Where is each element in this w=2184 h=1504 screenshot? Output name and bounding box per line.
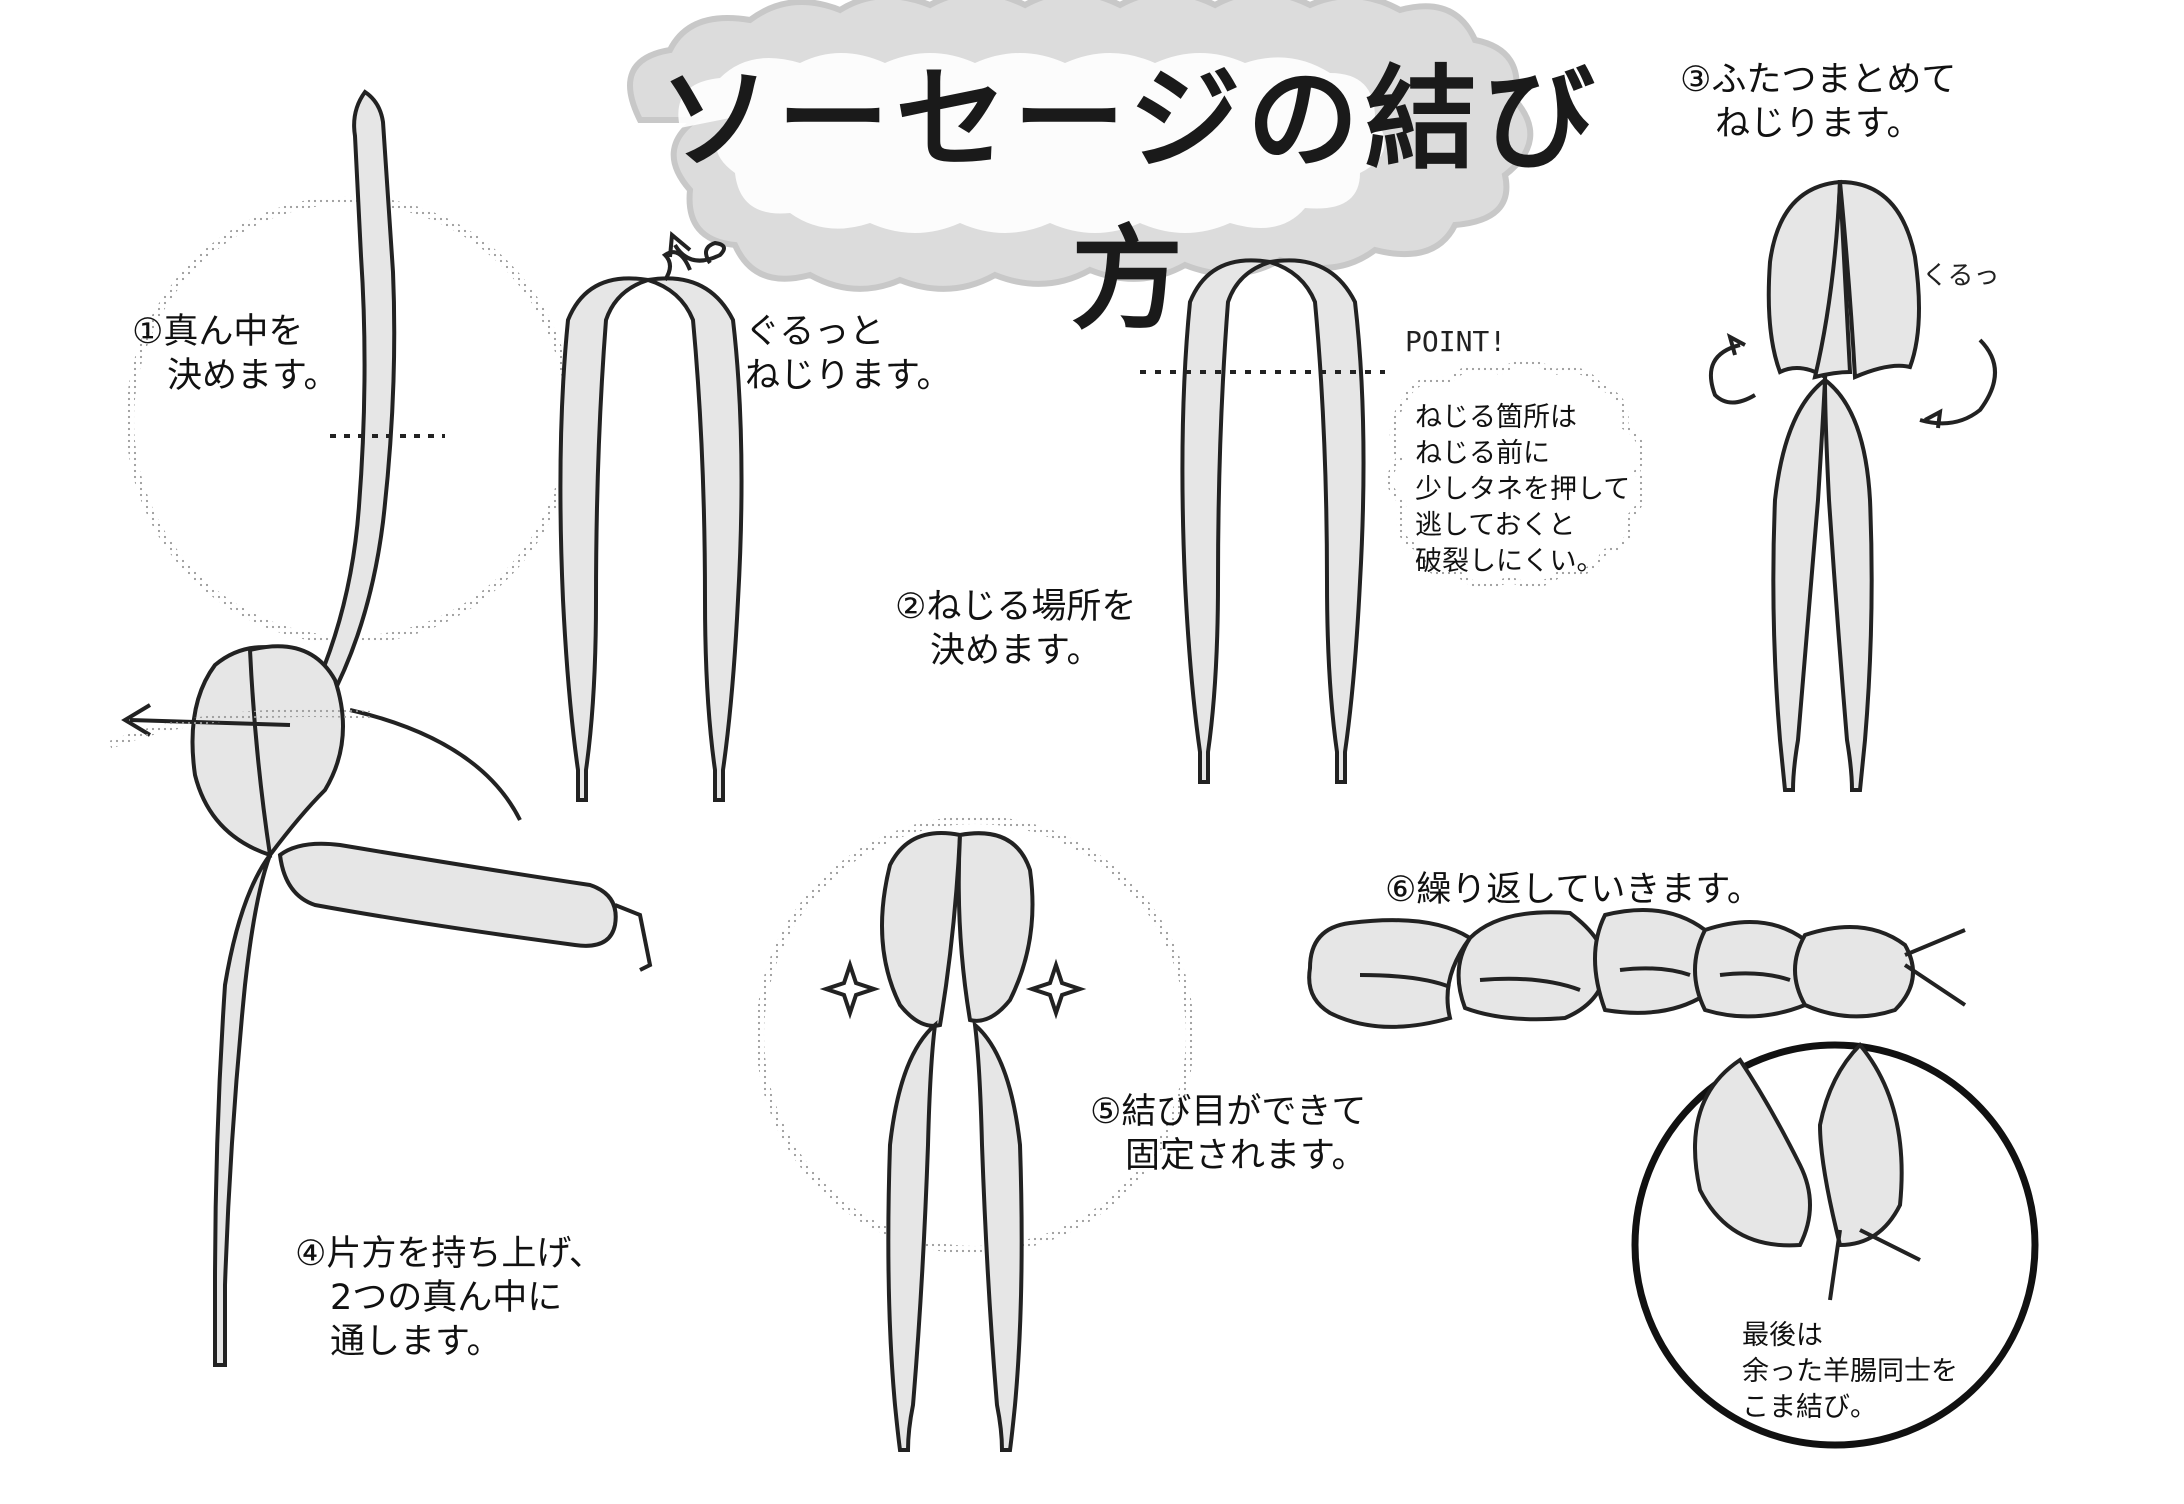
step4-motion-dots [108,709,371,749]
title-cloud [627,0,1534,292]
step6-label: ⑥繰り返していきます。 [1385,870,1762,910]
step6-balloon-chain [1307,908,1967,1029]
step2-label: ②ねじる場所を 決めます。 [895,587,1137,671]
step1-label: ①真ん中を 決めます。 [132,312,339,396]
step5-label: ⑤結び目ができて 固定されます。 [1090,1092,1367,1176]
step5-highlight-circle [756,816,1194,1254]
step5-balloon [819,831,1087,1452]
final-note: 最後は 余った羊腸同士を こま結び。 [1742,1320,1958,1423]
step2b-balloon [1140,258,1385,784]
kuru-label: くるっ [1922,261,2000,291]
step3-label: ③ふたつまとめて ねじります。 [1680,60,1957,144]
twist-note: ぐるっと ねじります。 [745,312,952,396]
point-label: POINT! [1405,325,1507,358]
step3-balloon [1709,179,1997,792]
step2a-balloon [558,231,744,802]
final-knot-balloon [1693,1042,1921,1301]
step4-balloon [121,644,653,1367]
step4-label: ④片方を持ち上げ、 2つの真ん中に 通します。 [295,1234,604,1362]
page-title: ソーセージの結び方 [659,55,1601,345]
point-bubble [1387,360,1646,589]
point-note: ねじる箇所は ねじる前に 少しタネを押して 逃しておくと 破裂しにくい。 [1415,402,1631,577]
